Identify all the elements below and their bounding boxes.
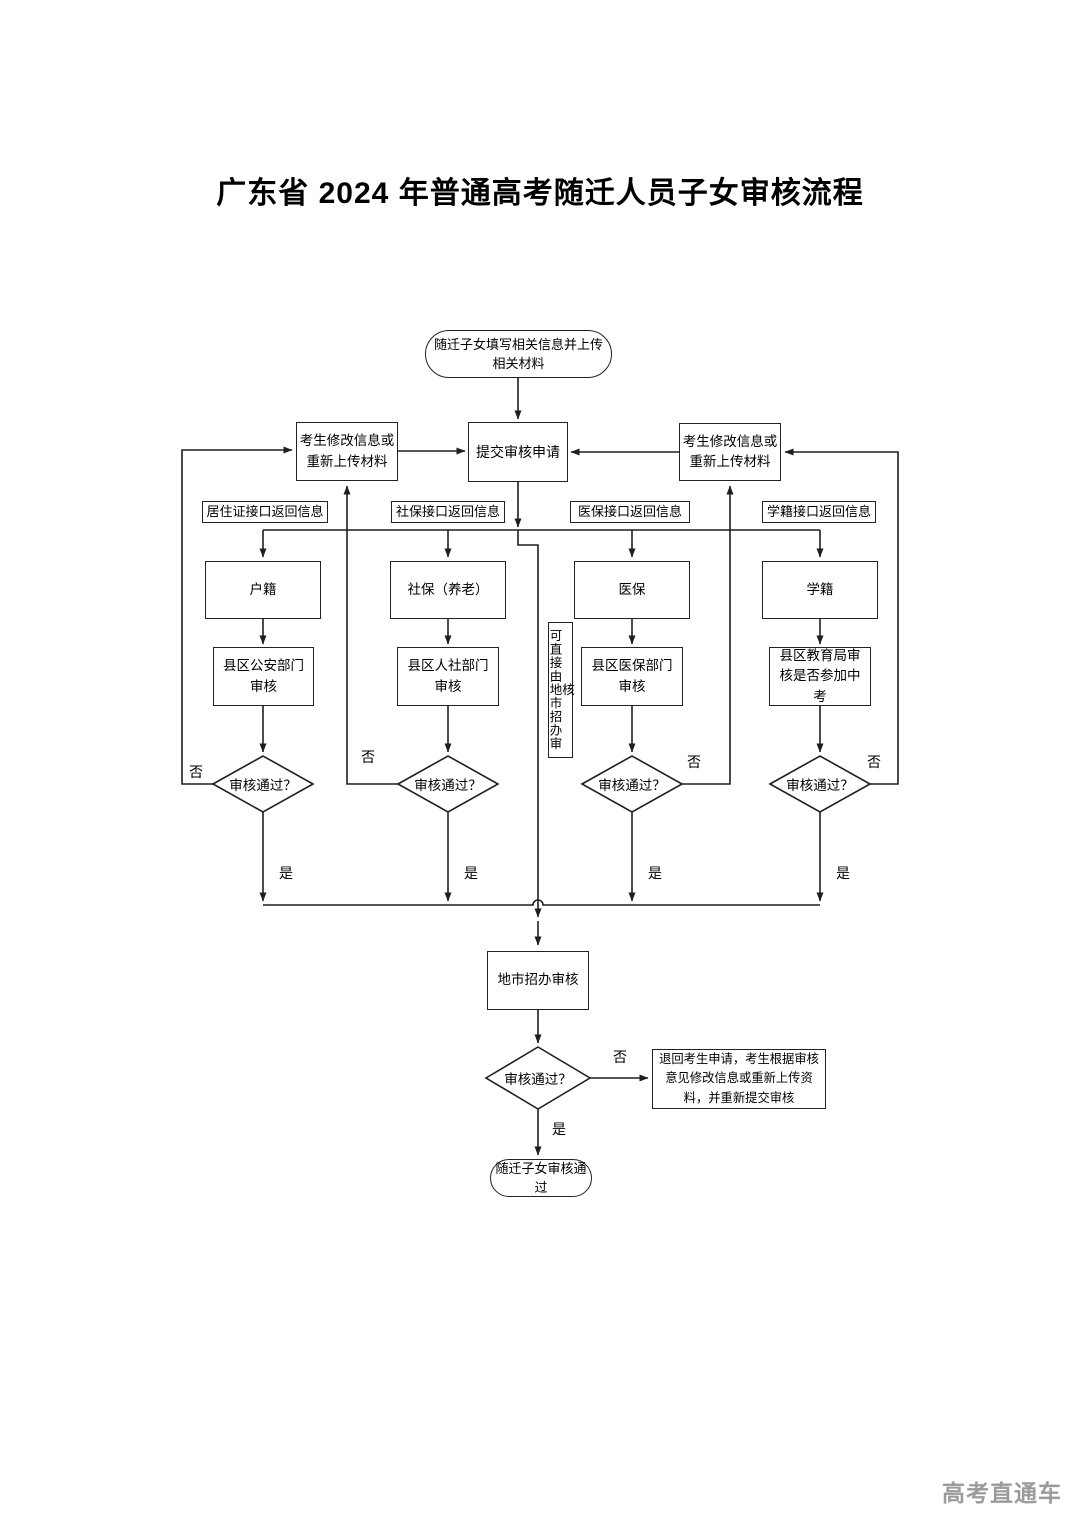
city-review-box: 地市招办审核 [487, 951, 589, 1010]
modify-info-left-box: 考生修改信息或重新上传材料 [296, 422, 398, 481]
decision-diamond-shebao [396, 755, 500, 813]
medical-api-label: 医保接口返回信息 [570, 501, 690, 523]
wire-direct-to-city [517, 530, 542, 918]
yes-label-hukou: 是 [276, 864, 296, 882]
no-label-yibao: 否 [684, 753, 704, 771]
page-title: 广东省 2024 年普通高考随迁人员子女审核流程 [216, 177, 864, 210]
decision-text-final: 审核通过？ [504, 1072, 572, 1087]
decision-diamond-hukou [211, 755, 315, 813]
yes-label-yibao: 是 [645, 864, 665, 882]
no-label-xueji: 否 [864, 753, 884, 771]
review-box-police: 县区公安部门审核 [213, 647, 314, 706]
watermark-text: 高考直通车 [942, 1480, 1062, 1506]
yes-label-shebao: 是 [461, 864, 481, 882]
review-box-medical: 县区医保部门审核 [581, 647, 683, 706]
decision-text-yibao: 审核通过？ [598, 778, 666, 793]
residence-api-label: 居住证接口返回信息 [202, 501, 328, 523]
decision-diamond-yibao [580, 755, 684, 813]
item-box-xueji: 学籍 [762, 561, 878, 619]
no-label-shebao: 否 [358, 748, 378, 766]
review-box-hr: 县区人社部门审核 [397, 647, 499, 706]
social-api-label: 社保接口返回信息 [391, 501, 505, 523]
yes-label-final: 是 [549, 1120, 569, 1138]
yes-label-xueji: 是 [833, 864, 853, 882]
item-box-hukou: 户籍 [205, 561, 321, 619]
modify-info-right-box: 考生修改信息或重新上传材料 [679, 423, 781, 481]
no-label-final: 否 [610, 1048, 630, 1066]
wire-no3-to-modifyright [682, 485, 734, 785]
decision-text-shebao: 审核通过？ [414, 778, 482, 793]
no-label-hukou: 否 [186, 763, 206, 781]
wire-no4-to-modifyright [784, 448, 899, 785]
end-terminator: 随迁子女审核通过 [490, 1159, 592, 1197]
student-api-label: 学籍接口返回信息 [762, 501, 876, 523]
wire-no1-to-modifyleft [181, 446, 293, 785]
wire-no2-to-modifyleft [343, 485, 398, 785]
review-box-education: 县区教育局审核是否参加中考 [769, 647, 871, 706]
decision-diamond-xueji [768, 755, 872, 813]
direct-review-note: 可直接由地市招办审核 [548, 622, 574, 758]
wire-bottom-bus [263, 899, 820, 906]
start-terminator: 随迁子女填写相关信息并上传相关材料 [425, 330, 612, 378]
return-application-box: 退回考生申请，考生根据审核意见修改信息或重新上传资料，并重新提交审核 [652, 1049, 826, 1109]
item-box-yibao: 医保 [574, 561, 690, 619]
decision-text-hukou: 审核通过？ [229, 778, 297, 793]
item-box-shebao: 社保（养老） [390, 561, 506, 619]
decision-text-xueji: 审核通过？ [786, 778, 854, 793]
submit-application-box: 提交审核申请 [468, 422, 568, 482]
decision-diamond-final [484, 1046, 592, 1110]
